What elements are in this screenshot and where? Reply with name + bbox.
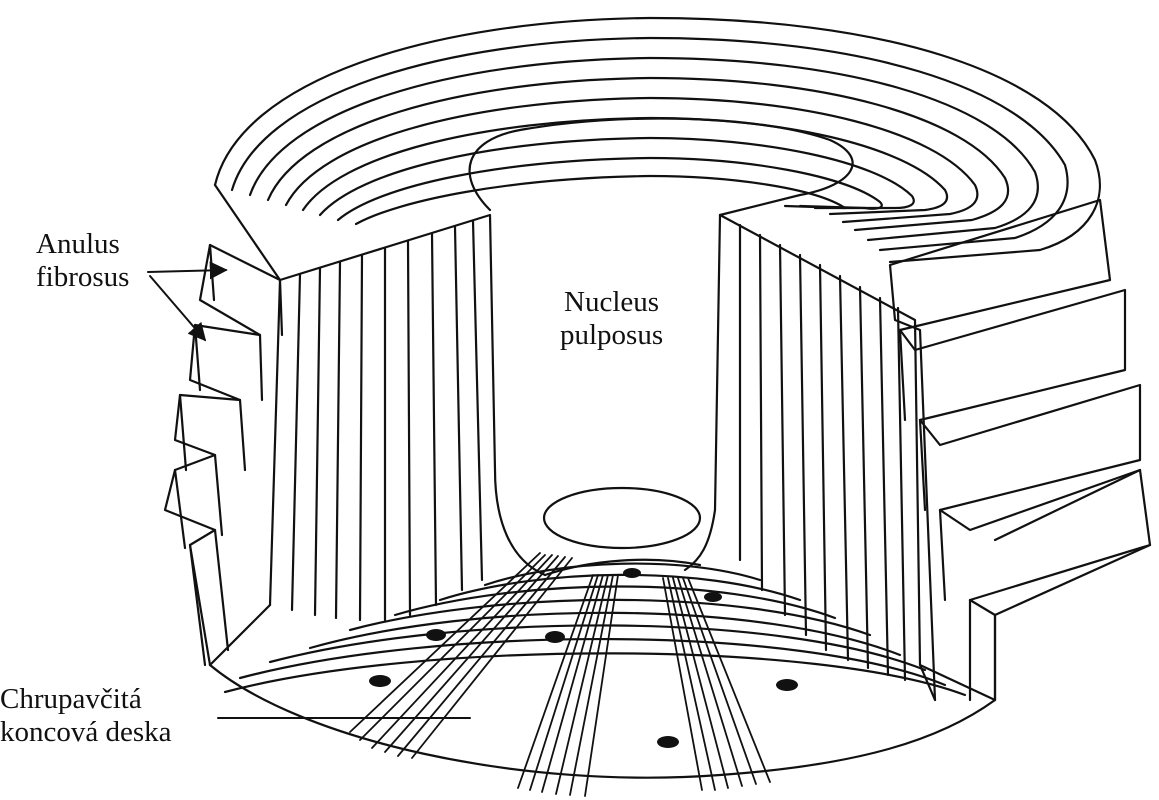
nucleus-pulposus-label: Nucleus pulposus — [560, 286, 663, 353]
disc-body — [147, 16, 1152, 797]
anulus-pointer-lower — [149, 275, 207, 342]
anulus-pointer-upper — [147, 261, 228, 280]
left-wall-verticals — [173, 243, 284, 667]
dot — [623, 568, 641, 578]
anulus-fibrosus-label-line2: fibrosus — [36, 261, 130, 294]
dot — [704, 592, 722, 602]
cartilage-endplate-label-line2: koncová deska — [0, 716, 172, 749]
anulus-top-rings — [213, 16, 1101, 264]
left-stepped-wall — [163, 183, 282, 667]
endplate-floor-arcs — [223, 558, 967, 697]
disc-outer-base-contour — [208, 613, 997, 779]
nucleus-pulposus-label-line2: pulposus — [560, 319, 664, 352]
nucleus-pulposus-label-line1: Nucleus — [564, 286, 660, 318]
cartilage-endplate-label-line1: Chrupavčitá — [0, 683, 142, 715]
dot — [657, 736, 679, 748]
anulus-fibrosus-label: Anulus fibrosus — [36, 228, 129, 295]
dot — [776, 679, 798, 691]
cartilage-fibre-bundles — [349, 552, 771, 797]
right-cut-face — [683, 213, 997, 702]
dot — [369, 675, 391, 687]
cartilage-endplate-label: Chrupavčitá koncová deska — [0, 683, 172, 750]
right-stepped-wall — [888, 198, 1152, 702]
dot — [545, 631, 565, 643]
right-wall-bands — [898, 328, 1152, 702]
anulus-fibrosus-label-line1: Anulus — [36, 228, 120, 260]
left-cut-face — [208, 213, 547, 667]
dot — [426, 629, 446, 641]
nucleus-cavity-opening — [468, 117, 854, 217]
endplate-dots — [369, 568, 798, 748]
nucleus-base-ellipse — [542, 486, 702, 550]
